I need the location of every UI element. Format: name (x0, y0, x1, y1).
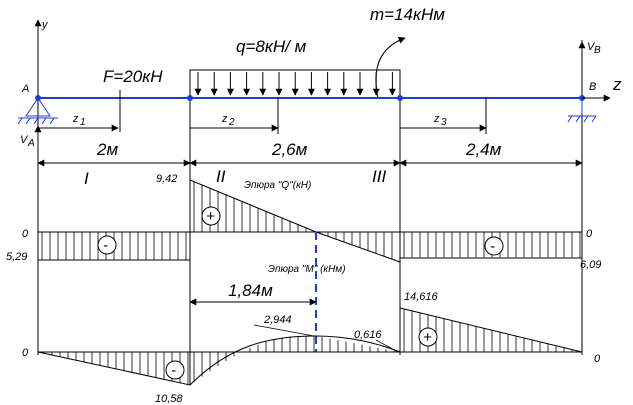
section1-label: I (84, 169, 89, 188)
m-diagram-title: Эпюра "М" (кНм) (268, 264, 346, 275)
m-value-0616: 0,616 (354, 329, 382, 341)
q-sign-right: - (490, 238, 495, 255)
span2-label: 2,6м (271, 140, 308, 159)
distributed-load-label: q=8кН/ м (236, 37, 307, 56)
support-a-label: A (21, 83, 29, 95)
reaction-a-sub: A (27, 138, 35, 149)
m-sign-left: - (171, 362, 176, 379)
force-label: F=20кН (103, 67, 163, 86)
y-axis-label: y (41, 19, 49, 31)
q-sign-mid-icon (201, 206, 221, 226)
z3-label: z (433, 113, 440, 125)
z2-sub: 2 (228, 117, 235, 128)
reaction-b-sub: B (594, 45, 601, 56)
q-sign-mid: + (206, 208, 215, 225)
m-region-left (37, 335, 401, 386)
q-value-peak: 9,42 (156, 173, 177, 185)
m-value-max: 2,944 (263, 314, 292, 326)
z1-label: z (72, 113, 79, 125)
m-sign-right-icon (418, 327, 438, 347)
q-region-1 (37, 231, 191, 261)
q-sign-left-icon (97, 235, 117, 255)
reaction-b-label: V (587, 41, 596, 53)
moment-arc-icon (375, 36, 406, 99)
distributed-load (189, 69, 401, 99)
q-value-right: 6,09 (580, 259, 601, 271)
z2-label: z (221, 113, 228, 125)
q-value-left: 5,29 (6, 251, 27, 263)
m-region-right (399, 307, 583, 353)
q-sign-left: - (103, 237, 108, 254)
m-max-leader (253, 324, 315, 337)
span1-label: 2м (96, 140, 118, 159)
m-zero-left: 0 (22, 347, 29, 359)
m-zero-right: 0 (594, 353, 601, 365)
z3-sub: 3 (441, 117, 447, 128)
m-value-min: 10,58 (155, 393, 183, 405)
reaction-a-label: V (20, 134, 29, 146)
node-section-3 (397, 95, 403, 101)
node-section-2 (187, 95, 193, 101)
section3-label: III (372, 167, 386, 186)
support-b-icon (567, 98, 597, 123)
q-zero-left: 0 (22, 228, 29, 240)
m-0616-leader (375, 339, 399, 353)
q-sign-right-icon (484, 236, 504, 256)
q-zero-right: 0 (586, 228, 593, 240)
q-region-2-positive (189, 179, 317, 233)
support-b-label: B (589, 81, 596, 93)
m-value-jump: 14,616 (404, 291, 439, 303)
z1-sub: 1 (80, 117, 86, 128)
m-sign-right: + (423, 329, 432, 346)
zero-position-label: 1,84м (228, 281, 273, 300)
moment-label: m=14кНм (370, 5, 445, 24)
span3-label: 2,4м (465, 140, 502, 159)
q-region-3 (399, 231, 583, 259)
q-region-2-negative (315, 231, 401, 263)
m-sign-left-icon (165, 360, 185, 380)
z-axis-label: z (612, 75, 622, 94)
support-a-icon (17, 97, 58, 125)
section2-label: II (216, 167, 226, 186)
q-diagram-title: Эпюра "Q"(кН) (244, 180, 311, 191)
